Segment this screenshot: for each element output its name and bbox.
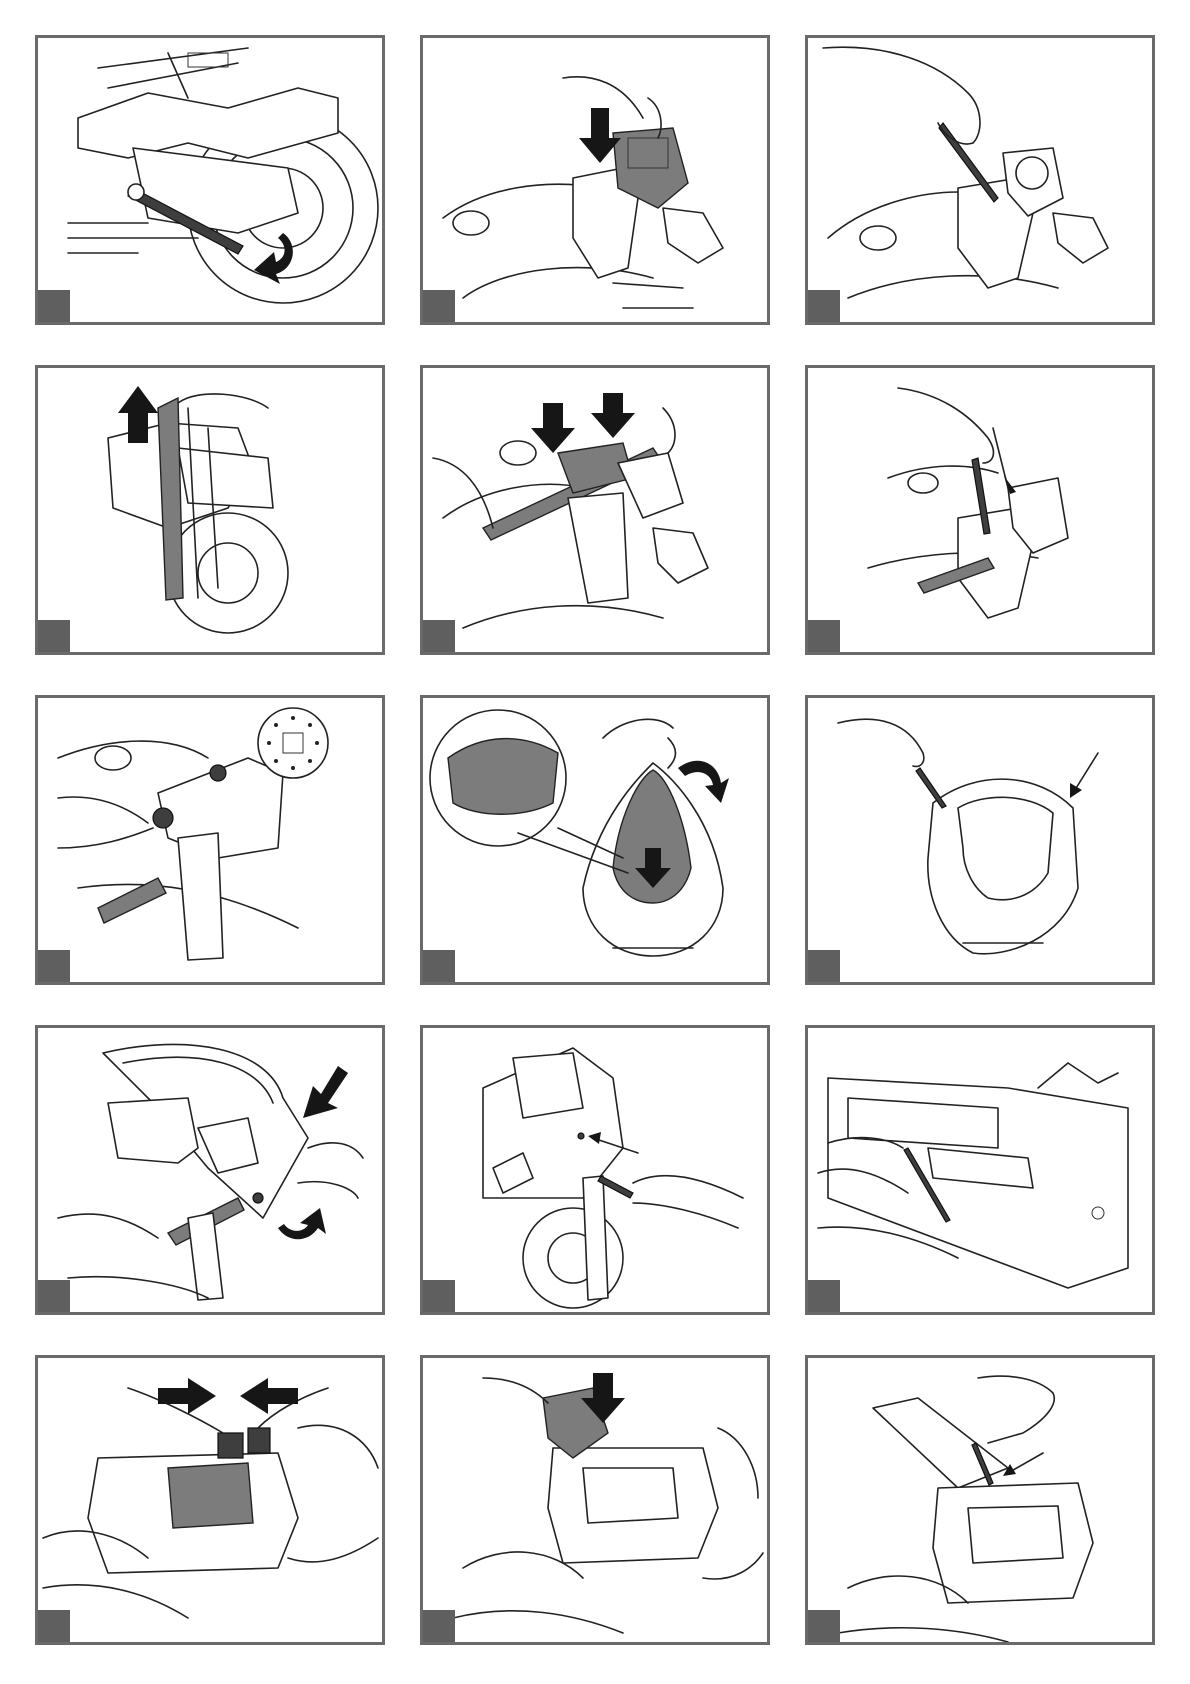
illustration-panel bbox=[35, 365, 385, 655]
step-tab bbox=[423, 1280, 455, 1312]
step-tab bbox=[423, 620, 455, 652]
connector-join-illustration bbox=[38, 1358, 382, 1642]
illustration-panel bbox=[35, 695, 385, 985]
illustration-panel bbox=[805, 695, 1155, 985]
illustration-panel bbox=[35, 35, 385, 325]
battery-cover-press-illustration bbox=[423, 1358, 767, 1642]
windscreen-fit-detail-illustration bbox=[423, 698, 767, 982]
illustration-panel bbox=[805, 365, 1155, 655]
step-tab bbox=[38, 1280, 70, 1312]
illustration-panel bbox=[35, 1025, 385, 1315]
illustration-panel bbox=[420, 1025, 770, 1315]
step-tab bbox=[808, 1280, 840, 1312]
fairing-screw-side-illustration bbox=[423, 1028, 767, 1312]
step-tab bbox=[808, 1610, 840, 1642]
illustration-panel bbox=[805, 1355, 1155, 1645]
step-tab bbox=[38, 290, 70, 322]
illustration-panel bbox=[35, 1355, 385, 1645]
illustration-panel bbox=[805, 1025, 1155, 1315]
steering-nut-detail-illustration bbox=[38, 698, 382, 982]
illustration-panel bbox=[805, 35, 1155, 325]
exhaust-spanner-illustration bbox=[38, 38, 382, 322]
side-panel-screwdriver-illustration bbox=[808, 1028, 1152, 1312]
step-tab bbox=[423, 1610, 455, 1642]
screwdriver-fork-top-illustration bbox=[808, 368, 1152, 652]
illustration-panel bbox=[420, 1355, 770, 1645]
rear-screwdriver-illustration bbox=[808, 1358, 1152, 1642]
step-tab bbox=[808, 950, 840, 982]
step-tab bbox=[38, 1610, 70, 1642]
illustration-panel bbox=[420, 365, 770, 655]
step-tab bbox=[38, 950, 70, 982]
step-tab bbox=[423, 950, 455, 982]
step-tab bbox=[808, 620, 840, 652]
step-tab bbox=[38, 620, 70, 652]
fork-lift-up-illustration bbox=[38, 368, 382, 652]
illustration-panel bbox=[420, 695, 770, 985]
handlebar-press-down-illustration bbox=[423, 368, 767, 652]
step-tab bbox=[808, 290, 840, 322]
instrument-panel-lowered-illustration bbox=[423, 38, 767, 322]
screwdriver-instrument-illustration bbox=[808, 38, 1152, 322]
fairing-fit-illustration bbox=[38, 1028, 382, 1312]
step-tab bbox=[423, 290, 455, 322]
windscreen-screwdriver-illustration bbox=[808, 698, 1152, 982]
illustration-panel bbox=[420, 35, 770, 325]
